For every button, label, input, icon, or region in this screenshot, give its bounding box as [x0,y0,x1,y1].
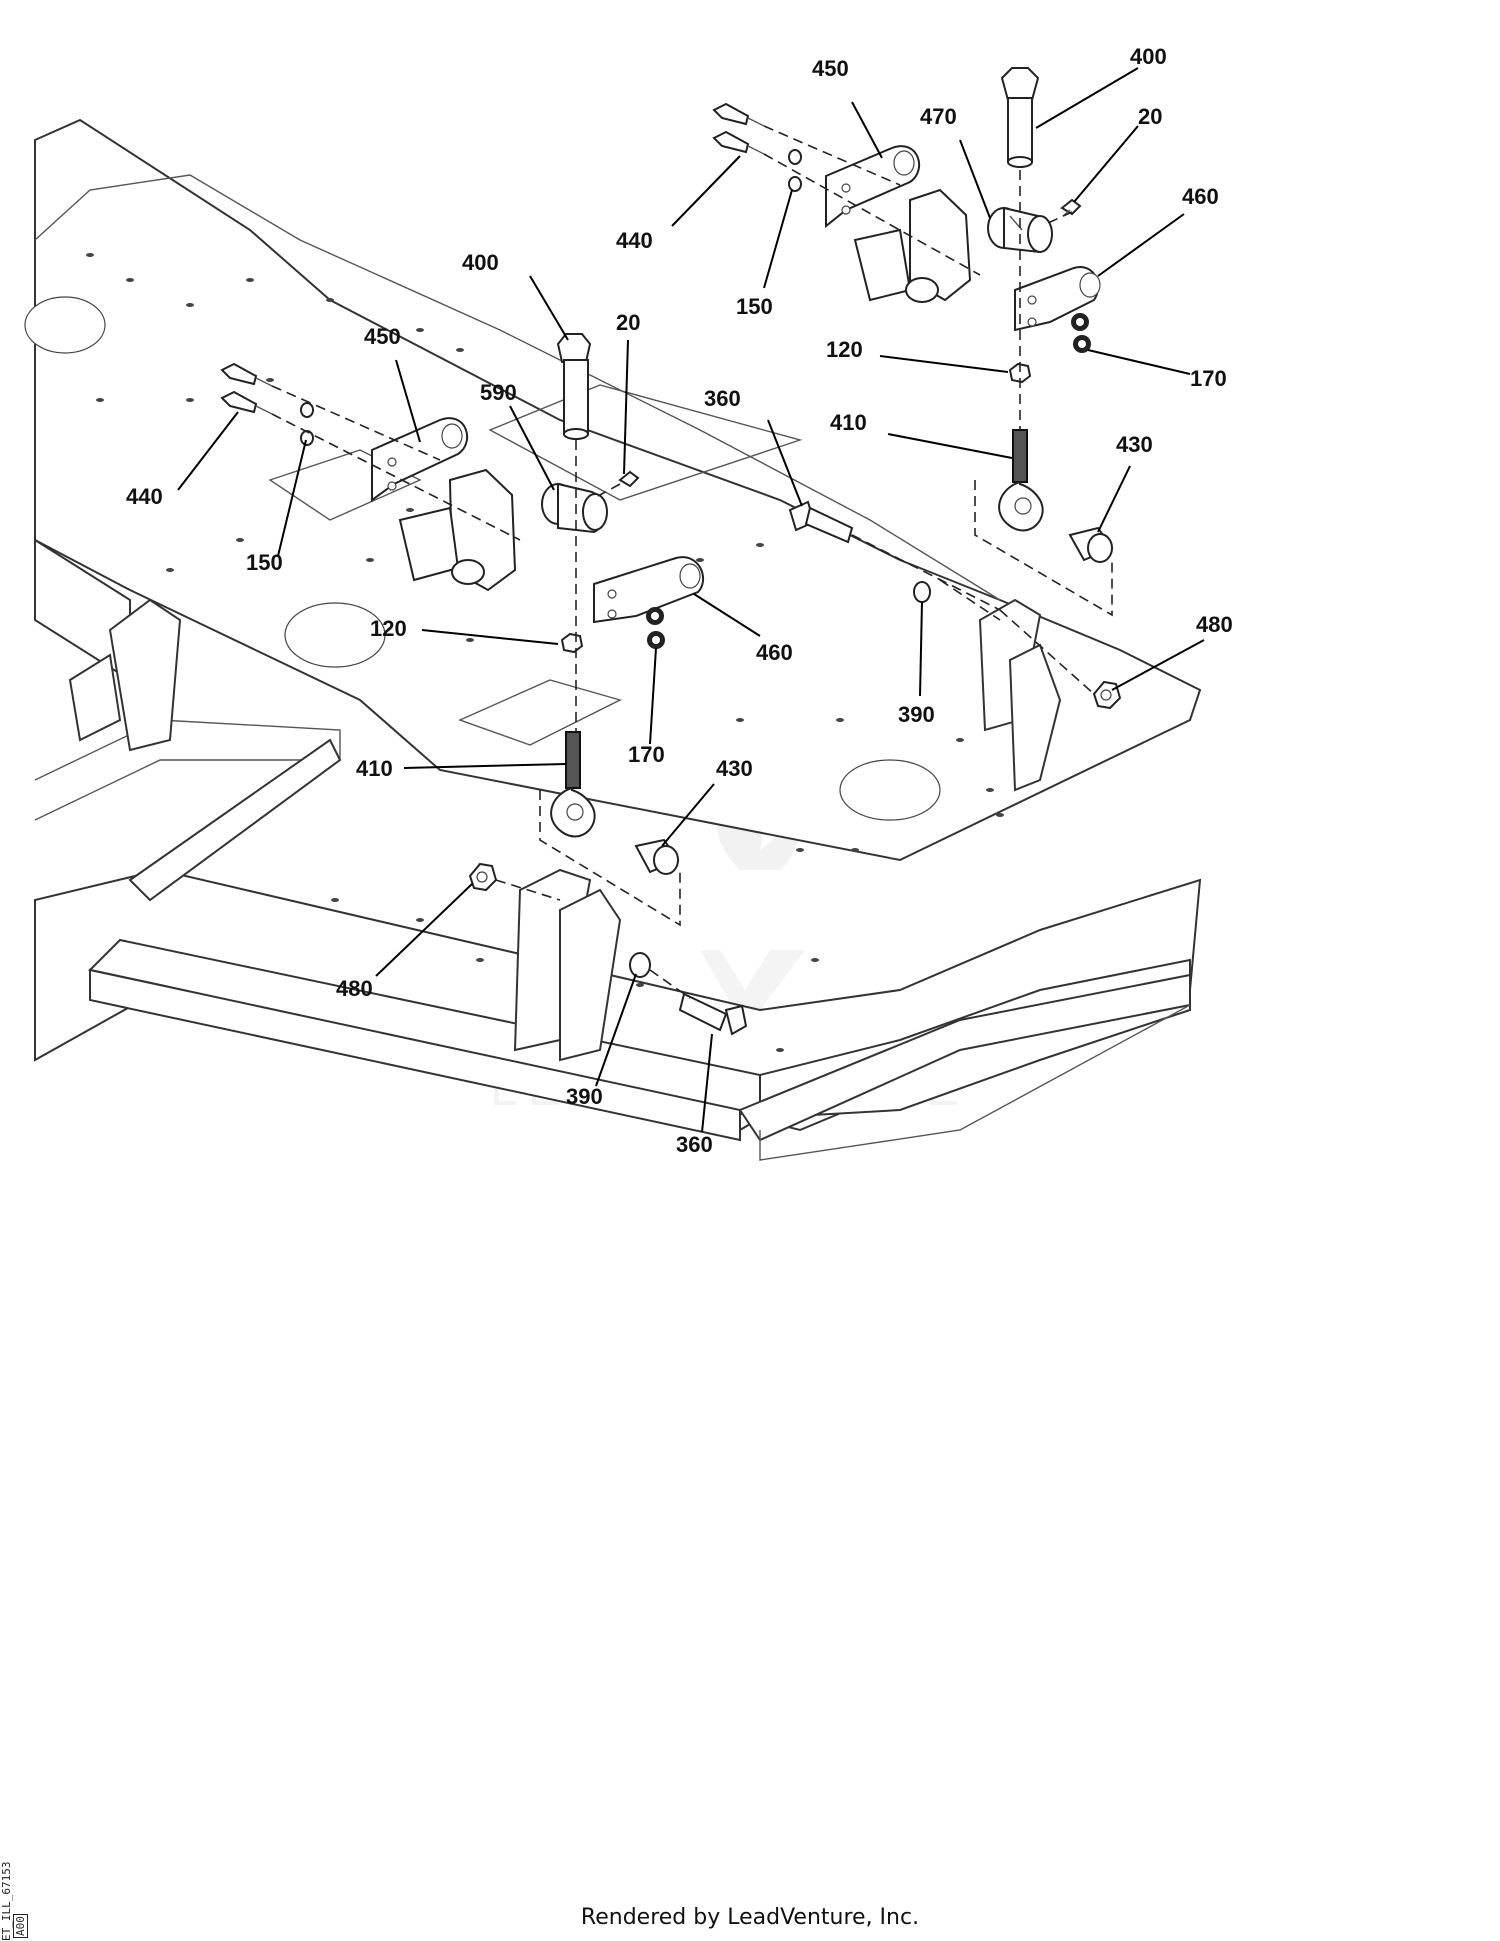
callout-170: 170 [628,742,665,767]
bolts-440-right [712,102,765,155]
bushing-left [634,838,680,875]
callout-labels: 400 450 470 20 460 440 150 120 170 410 4… [126,44,1233,1157]
grease-fitting-right [1060,198,1082,217]
callout-20: 20 [616,310,640,335]
callout-120: 120 [370,616,407,641]
callout-460: 460 [756,640,793,665]
callout-410: 410 [830,410,867,435]
callout-150: 150 [736,294,773,319]
callout-120: 120 [826,337,863,362]
callout-430: 430 [716,756,753,781]
pivot-collar-470 [987,206,1053,254]
callout-480: 480 [1196,612,1233,637]
callout-470: 470 [920,104,957,129]
bushing-right [1068,526,1114,563]
callout-480: 480 [336,976,373,1001]
eye-bolt-right [998,429,1044,532]
eye-bolt-left [550,731,596,838]
callout-390: 390 [566,1084,603,1109]
bolts-440-left [220,362,273,415]
callout-460: 460 [1182,184,1219,209]
mower-deck [24,118,1202,1161]
callout-20: 20 [1138,104,1162,129]
right-lift-assembly [712,67,1122,710]
left-lift-assembly [220,333,748,1036]
callout-450: 450 [812,56,849,81]
callout-360: 360 [676,1132,713,1157]
callout-400: 400 [1130,44,1167,69]
callout-430: 430 [1116,432,1153,457]
bracket-460-right [1014,266,1101,332]
callout-400: 400 [462,250,499,275]
callout-450: 450 [364,324,401,349]
pivot-collar-590 [541,482,608,534]
pivot-pin-right [1000,67,1040,168]
leader-lines [177,67,1205,1133]
pivot-pin-left [556,333,592,440]
link-plate-right [825,145,920,229]
bracket-460-left [593,556,704,624]
bolt-360-left [678,992,748,1036]
callout-410: 410 [356,756,393,781]
link-plate-left [371,417,468,502]
callout-360: 360 [704,386,741,411]
footer-credit: Rendered by LeadVenture, Inc. [580,1905,920,1930]
callout-390: 390 [898,702,935,727]
callout-150: 150 [246,550,283,575]
callout-440: 440 [126,484,163,509]
callout-440: 440 [616,228,653,253]
callout-170: 170 [1190,366,1227,391]
callout-590: 590 [480,380,517,405]
